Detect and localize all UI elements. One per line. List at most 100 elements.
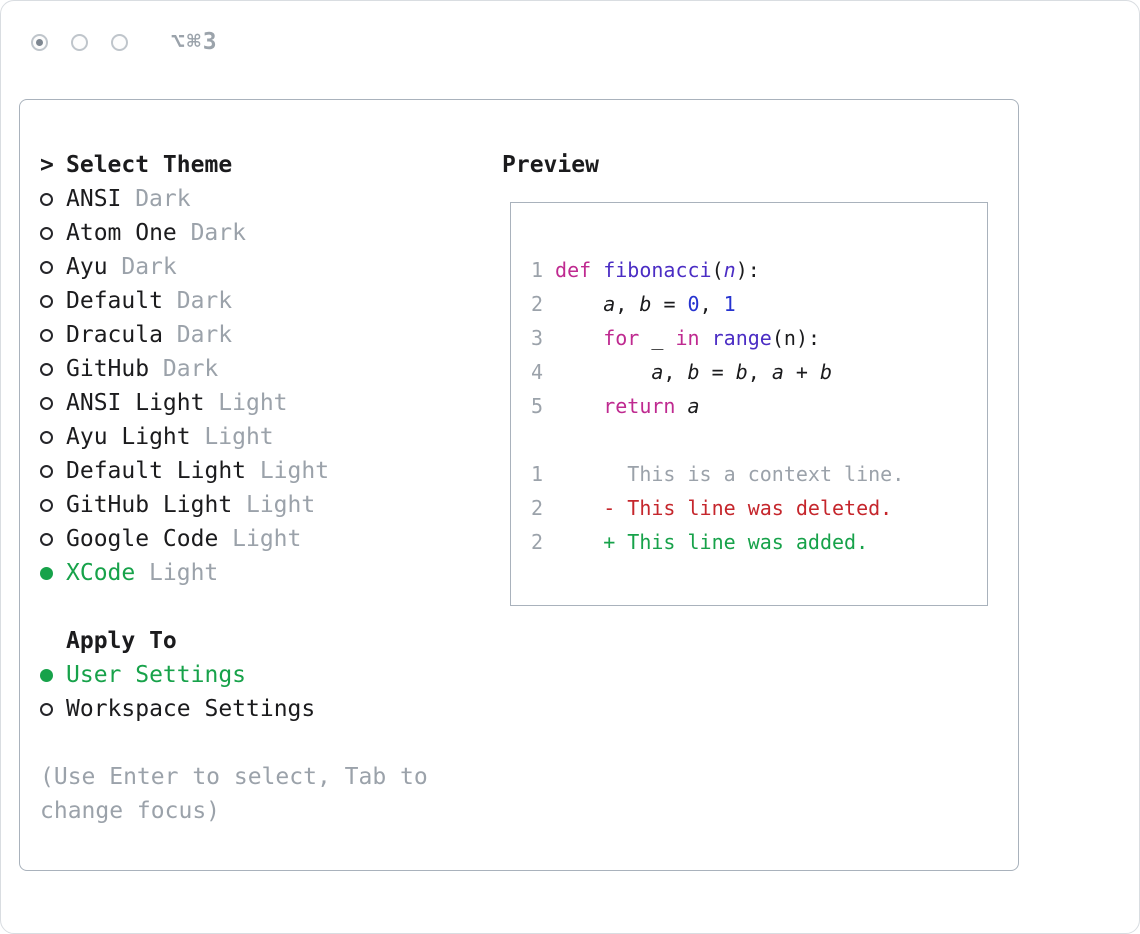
code-token: 1: [723, 292, 736, 316]
theme-variant-label: Dark: [176, 288, 233, 314]
theme-variant-label: Light: [218, 390, 288, 416]
theme-option-default-dark[interactable]: Default Dark: [40, 284, 428, 318]
theme-variant-label: Light: [149, 560, 219, 586]
apply-option-label: Workspace Settings: [66, 696, 316, 722]
theme-variant-label: Light: [259, 458, 330, 484]
theme-name: ANSI Light: [66, 390, 205, 416]
theme-option-ayu-dark[interactable]: Ayu Dark: [40, 250, 428, 284]
line-number: 5: [531, 394, 544, 418]
radio-icon: [40, 532, 53, 546]
radio-icon: [40, 192, 53, 206]
marker-cell: [40, 532, 66, 546]
code-line: 2 a, b = 0, 1: [531, 287, 987, 321]
code-line: 4 a, b = b, a + b: [531, 355, 987, 389]
code-token: [591, 258, 603, 282]
theme-variant-label: Light: [245, 492, 316, 518]
apply-option-user-settings[interactable]: User Settings: [40, 658, 428, 692]
marker-cell: [40, 430, 66, 444]
code-token: a: [603, 292, 616, 316]
marker-cell: [40, 294, 66, 308]
line-number: 2: [531, 530, 544, 554]
titlebar: ⌥⌘3: [31, 29, 219, 55]
marker-cell: [40, 464, 66, 478]
diff-line-added: 2 + This line was added.: [531, 525, 987, 559]
theme-name: XCode: [66, 560, 136, 586]
theme-name: Google Code: [66, 526, 219, 552]
line-number: 2: [531, 496, 544, 520]
radio-icon: [40, 294, 53, 308]
code-token: =: [699, 360, 736, 384]
code-token: a: [771, 360, 784, 384]
code-token: ,: [747, 360, 772, 384]
code-token: b: [735, 360, 748, 384]
window-control-active-icon[interactable]: [31, 33, 48, 51]
marker-cell: [40, 362, 66, 376]
theme-option-ansi-light-light[interactable]: ANSI Light Light: [40, 386, 428, 420]
diff-line-context: 1 This is a context line.: [531, 457, 987, 491]
diff-line-deleted: 2 - This line was deleted.: [531, 491, 987, 525]
radio-icon: [40, 260, 53, 274]
diff-text: This is a context line.: [555, 462, 905, 486]
marker-cell: [40, 260, 66, 274]
code-token: +: [783, 360, 820, 384]
code-token: b: [820, 360, 833, 384]
code-token: range: [711, 326, 772, 350]
code-token: n: [723, 258, 736, 282]
theme-variant-label: Dark: [162, 356, 219, 382]
code-token: a: [687, 394, 700, 418]
theme-option-github-dark[interactable]: GitHub Dark: [40, 352, 428, 386]
theme-name: GitHub Light: [66, 492, 233, 518]
code-token: [675, 394, 687, 418]
apply-to-title-row: Apply To: [40, 624, 428, 658]
hint-line-1: (Use Enter to select, Tab to: [40, 764, 428, 790]
code-token: ):: [795, 326, 821, 350]
theme-variant-label: Dark: [190, 220, 246, 246]
theme-variant-label: Dark: [176, 322, 233, 348]
window-control-icon[interactable]: [111, 33, 128, 51]
theme-name: GitHub: [66, 356, 150, 382]
apply-to-title: Apply To: [66, 628, 177, 654]
apply-option-workspace-settings[interactable]: Workspace Settings: [40, 692, 428, 726]
cursor-prefix-icon: >: [40, 152, 54, 178]
code-token: b: [639, 292, 652, 316]
theme-option-github-light-light[interactable]: GitHub Light Light: [40, 488, 428, 522]
line-number: 3: [531, 326, 544, 350]
theme-name: Ayu: [66, 254, 108, 280]
theme-option-atom-one-dark[interactable]: Atom One Dark: [40, 216, 428, 250]
marker-cell: [40, 702, 66, 716]
radio-icon: [40, 430, 53, 444]
line-number: 1: [531, 462, 544, 486]
theme-variant-label: Dark: [121, 254, 177, 280]
select-theme-title: Select Theme: [66, 152, 233, 178]
code-token: a: [651, 360, 664, 384]
code-token: ,: [699, 292, 724, 316]
code-token: b: [687, 360, 700, 384]
diff-text: - This line was deleted.: [555, 496, 893, 520]
code-token: [555, 394, 603, 418]
marker-cell: [40, 668, 66, 682]
radio-icon: [40, 702, 53, 716]
marker-cell: [40, 192, 66, 206]
radio-icon: [40, 498, 53, 512]
theme-name: Atom One: [66, 220, 177, 246]
code-token: ):: [735, 258, 760, 282]
theme-name: Ayu Light: [66, 424, 191, 450]
theme-variant-label: Dark: [135, 186, 191, 212]
theme-name: Default: [66, 288, 163, 314]
code-token: [555, 326, 603, 350]
theme-option-xcode-light[interactable]: XCode Light: [40, 556, 428, 590]
window-control-icon[interactable]: [71, 33, 88, 51]
code-token: (: [711, 258, 724, 282]
